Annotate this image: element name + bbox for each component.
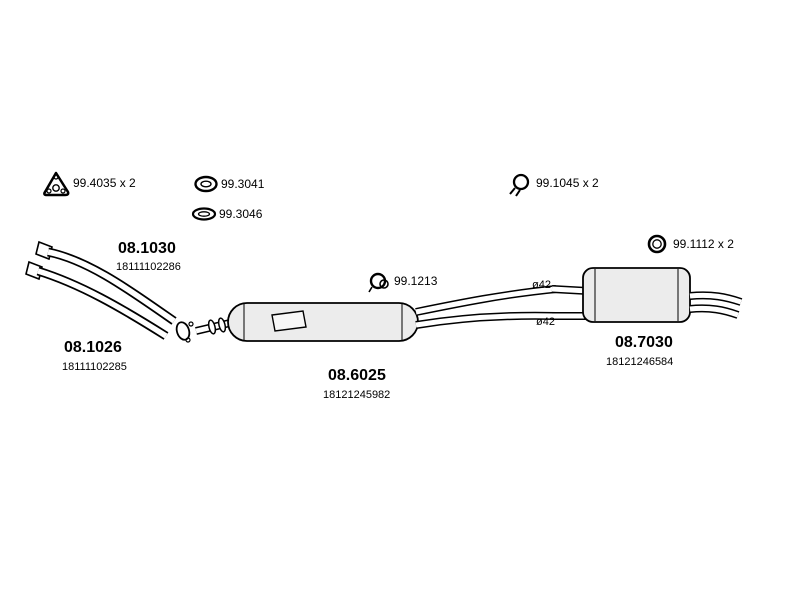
- oval-gasket-bottom-icon: [191, 207, 217, 221]
- triangle-gasket-icon: [43, 171, 70, 197]
- label-clamp-right: 99.1045 x 2: [536, 176, 599, 190]
- part-code-front-pipe-upper: 08.1030: [118, 240, 176, 257]
- clamp-mid-icon: [368, 272, 389, 293]
- part-number-front-pipe-upper: 18111102286: [116, 261, 181, 273]
- part-number-rear-silencer: 18121246584: [606, 356, 674, 368]
- part-code-middle-silencer: 08.6025: [328, 367, 386, 384]
- label-gasket-oval-bottom: 99.3046: [219, 207, 263, 221]
- part-code-rear-silencer: 08.7030: [615, 334, 673, 351]
- label-ring-right: 99.1112 x 2: [673, 237, 734, 251]
- part-code-front-pipe-lower: 08.1026: [64, 339, 122, 356]
- part-number-middle-silencer: 18121245982: [323, 389, 391, 401]
- label-diameter-bottom: ø42: [536, 316, 555, 328]
- front-pipes-drawing: [25, 240, 194, 343]
- part-number-front-pipe-lower: 18111102285: [62, 361, 127, 373]
- label-gasket-triangle: 99.4035 x 2: [73, 176, 136, 190]
- label-diameter-top: ø42: [532, 279, 551, 291]
- label-gasket-oval-top: 99.3041: [221, 177, 265, 191]
- middle-silencer-drawing: [195, 302, 419, 342]
- intermediate-pipes-drawing: [415, 285, 589, 329]
- clamp-right-icon: [509, 173, 530, 197]
- oval-gasket-top-icon: [194, 175, 218, 193]
- label-clamp-mid: 99.1213: [394, 274, 438, 288]
- ring-gasket-icon: [647, 234, 667, 254]
- rear-silencer-drawing: [582, 267, 743, 323]
